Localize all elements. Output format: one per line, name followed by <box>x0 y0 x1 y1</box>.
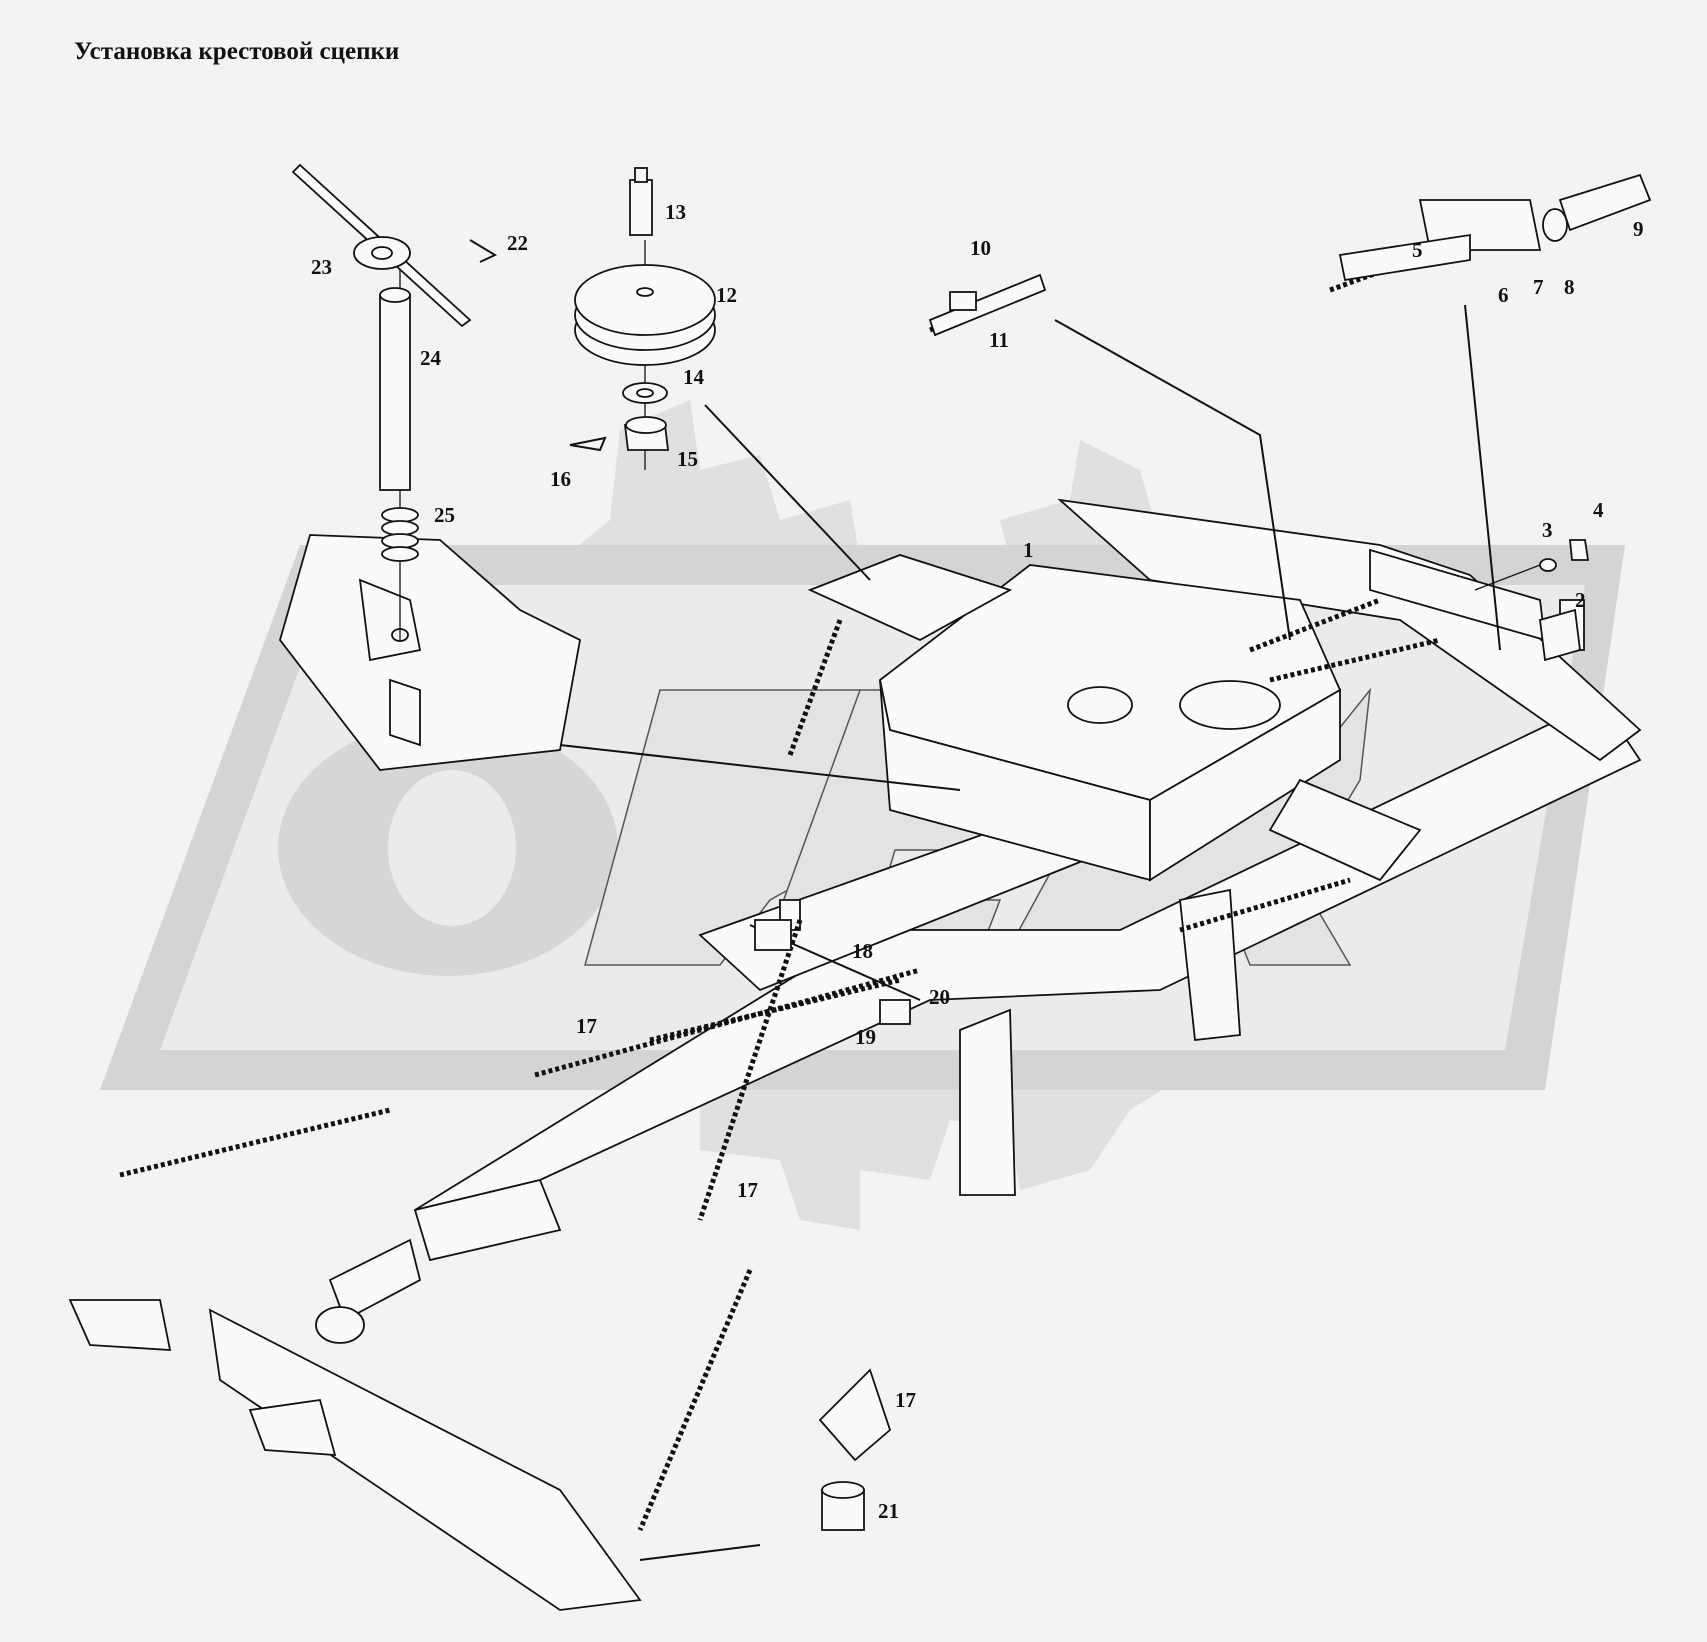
callout-1: 1 <box>1023 538 1034 562</box>
callout-8: 8 <box>1564 275 1575 299</box>
callout-16: 16 <box>550 467 571 491</box>
callout-17-b: 17 <box>737 1178 758 1202</box>
callout-5: 5 <box>1412 238 1423 262</box>
callout-labels: 1 2 3 4 5 6 7 8 9 10 11 12 13 14 15 16 1… <box>311 200 1644 1523</box>
callout-15: 15 <box>677 447 698 471</box>
callout-22: 22 <box>507 231 528 255</box>
callout-17-a: 17 <box>576 1014 597 1038</box>
spring-bracket <box>279 534 582 771</box>
page-title: Установка крестовой сцепки <box>74 38 400 65</box>
callout-25: 25 <box>434 503 455 527</box>
callout-2: 2 <box>1575 588 1586 612</box>
callout-24: 24 <box>420 346 442 370</box>
callout-12: 12 <box>716 283 737 307</box>
callout-4: 4 <box>1593 498 1604 522</box>
callout-10: 10 <box>970 236 991 260</box>
callout-19: 19 <box>855 1025 876 1049</box>
callout-23: 23 <box>311 255 332 279</box>
leader-lines <box>399 240 1541 1001</box>
callout-14: 14 <box>683 365 705 389</box>
exploded-parts <box>291 163 1652 1531</box>
frame-structure <box>315 498 1642 1344</box>
lower-coupling-plate <box>68 1269 761 1611</box>
callout-20: 20 <box>929 985 950 1009</box>
callout-17-c: 17 <box>895 1388 916 1412</box>
callout-7: 7 <box>1533 275 1544 299</box>
callout-18: 18 <box>852 939 873 963</box>
callout-9: 9 <box>1633 217 1644 241</box>
callout-11: 11 <box>989 328 1009 352</box>
callout-13: 13 <box>665 200 686 224</box>
callout-6: 6 <box>1498 283 1509 307</box>
callout-3: 3 <box>1542 518 1553 542</box>
callout-21: 21 <box>878 1499 899 1523</box>
